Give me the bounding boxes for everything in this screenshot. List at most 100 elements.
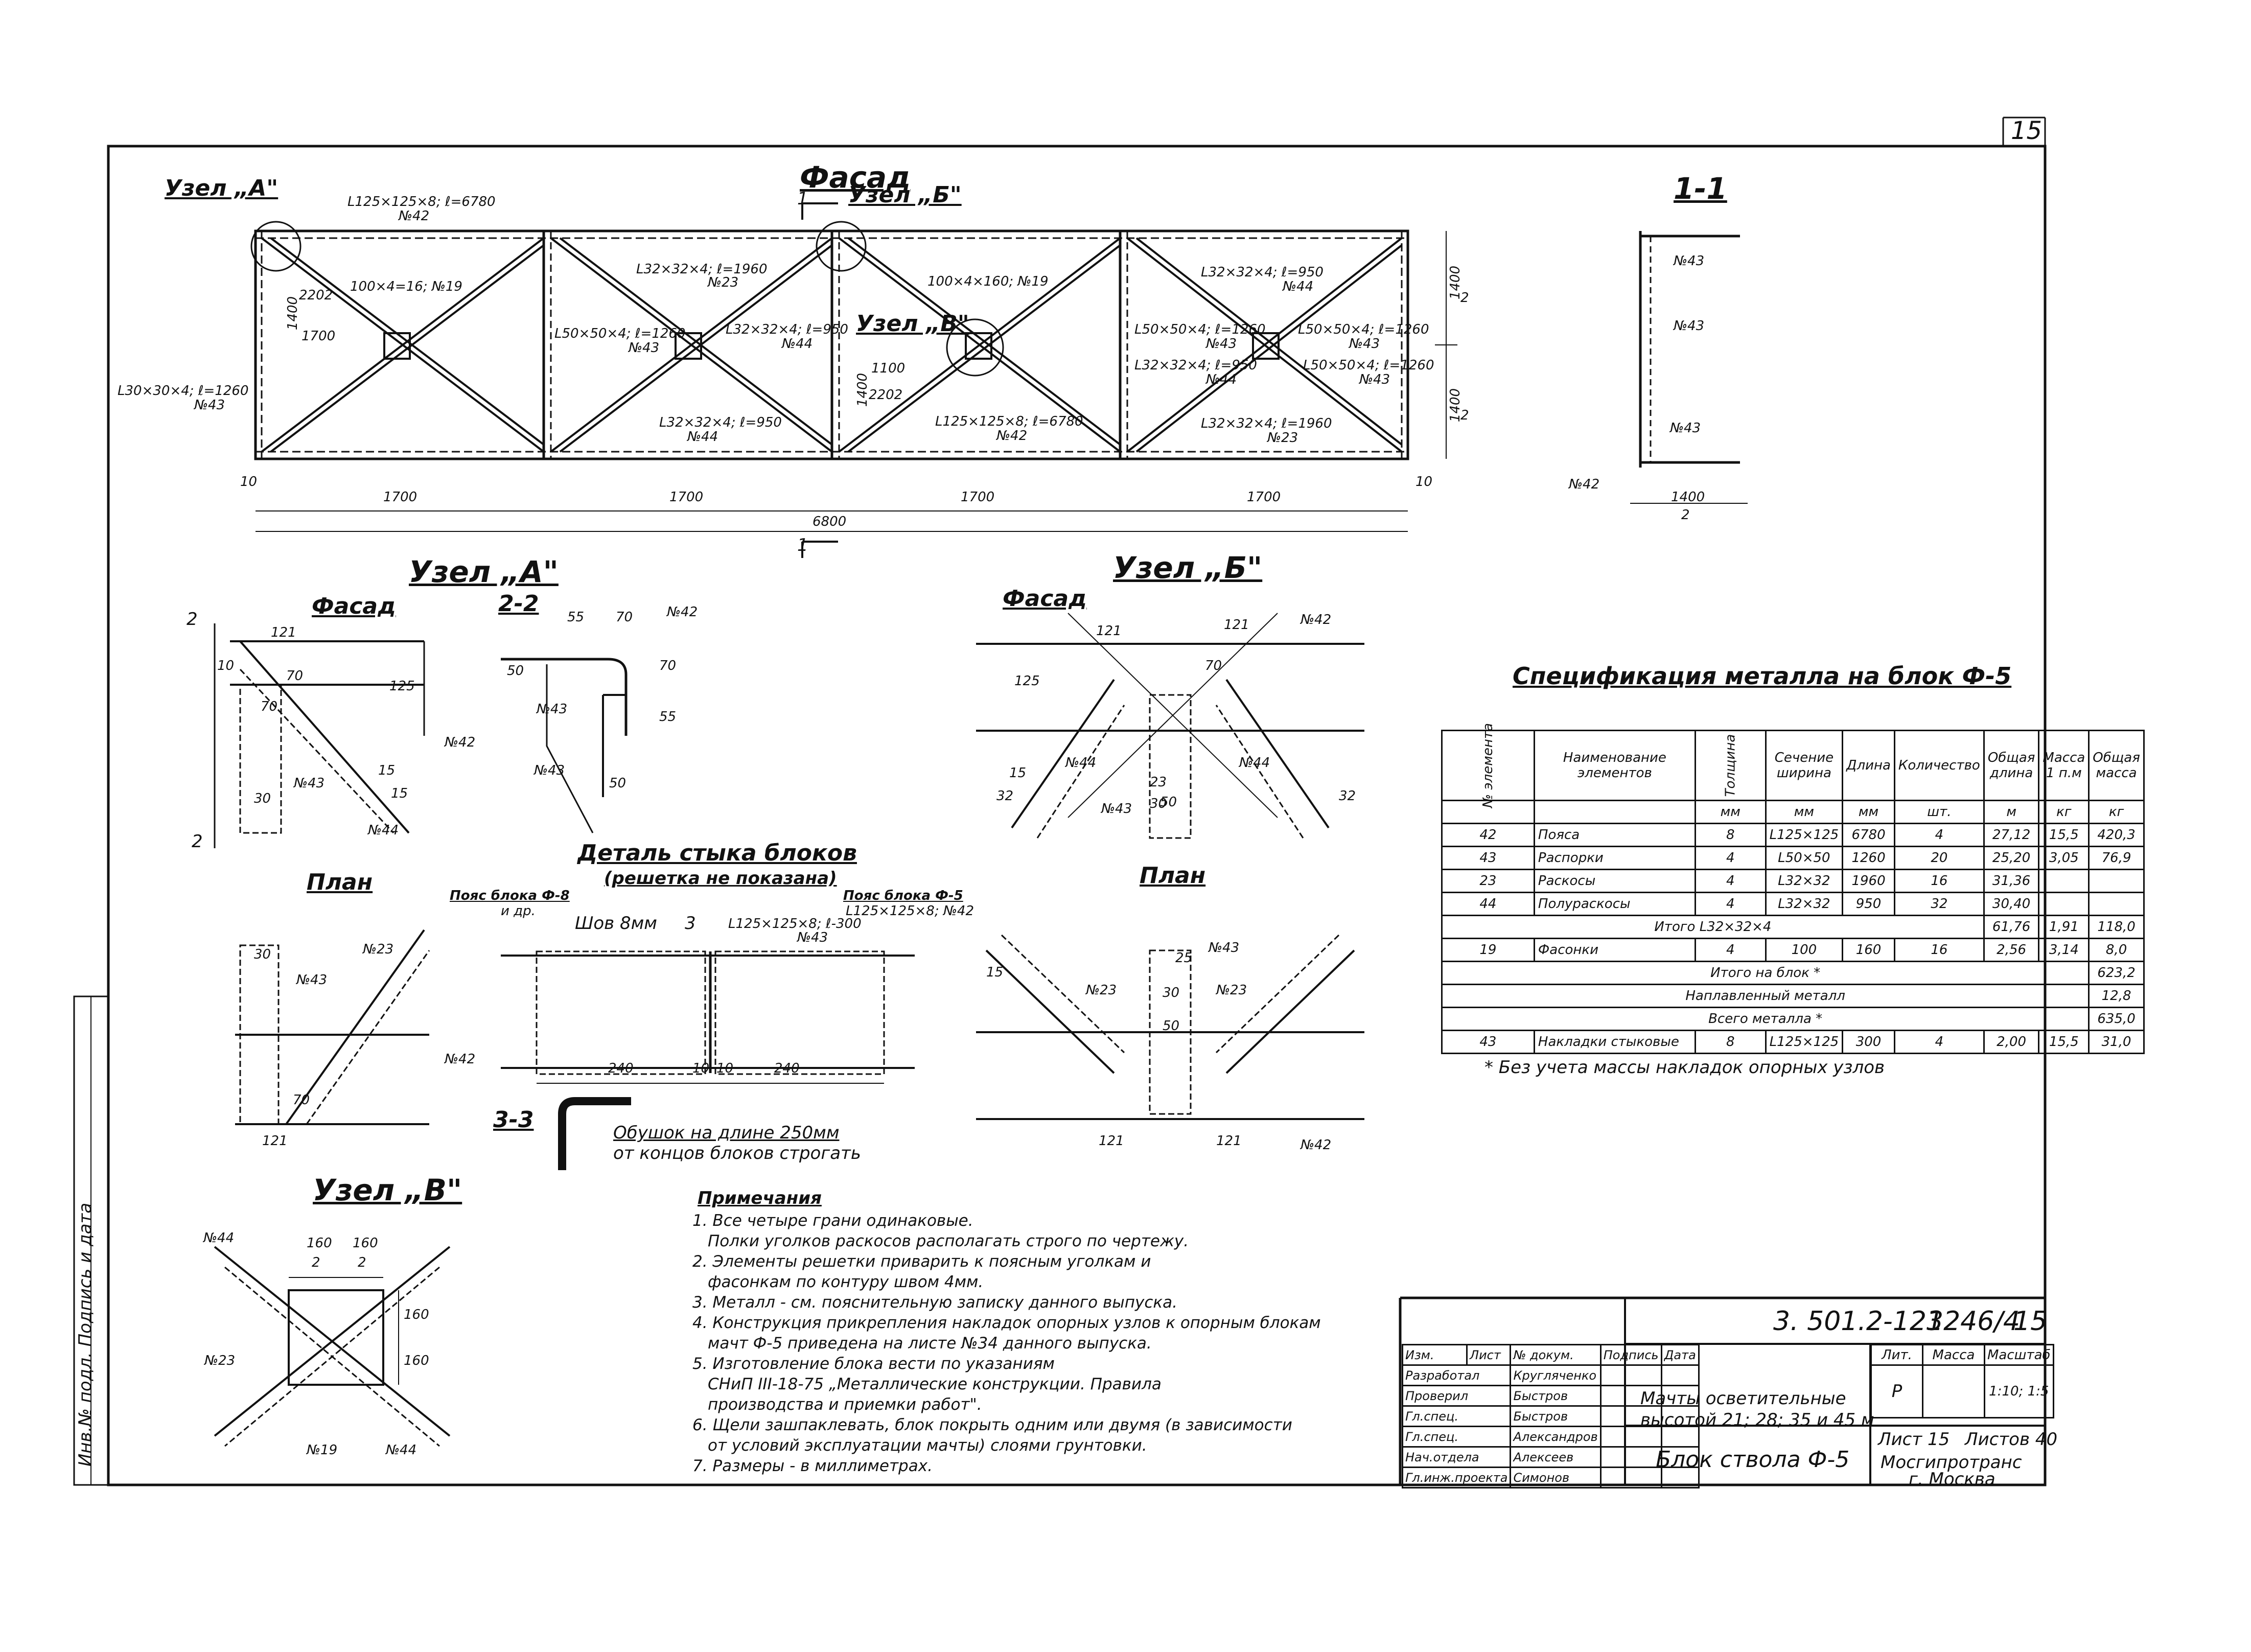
section-3-3-note: от концов блоков строгать — [613, 1143, 861, 1164]
facade-callout: №44 — [687, 429, 718, 445]
facade-callout: L125×125×8; ℓ=6780 — [347, 194, 496, 210]
node-b-facade-drawing — [976, 613, 1364, 839]
tb-role: Гл.спец. — [1401, 1426, 1512, 1448]
side-stamp-label: Инв.№ подл. Подпись и дата — [75, 1202, 96, 1467]
spec-weld-mass: 12,8 — [2088, 984, 2145, 1008]
note-line: 4. Конструкция прикрепления накладок опо… — [692, 1314, 1321, 1332]
tb-sheets-total: Листов 40 — [1965, 1429, 2058, 1450]
spec-cell: 950 — [1842, 892, 1895, 916]
node-b-dim: 32 — [996, 788, 1014, 804]
facade-callout: №43 — [1206, 336, 1237, 352]
section-2-2-dim: 55 — [659, 709, 677, 725]
spec-unit: шт. — [1893, 800, 1985, 824]
node-b-mark: №43 — [1101, 801, 1132, 817]
spec-header: Длина — [1846, 758, 1891, 773]
facade-callout: L50×50×4; ℓ=1260 — [1303, 358, 1434, 373]
facade-dim: 1700 — [961, 490, 995, 505]
node-v-mark: №23 — [204, 1353, 236, 1368]
facade-callout: №42 — [996, 428, 1028, 444]
facade-callout: 100×4=16; №19 — [350, 279, 462, 294]
section-1-mark-top: 1 — [797, 189, 808, 209]
node-b-ref-label: Узел „Б" — [848, 182, 962, 208]
spec-subtotal-mass1: 1,91 — [2038, 915, 2090, 939]
facade-dim: 1700 — [1247, 490, 1281, 505]
spec-units-row: мм мм мм шт. м кг кг — [1441, 800, 2145, 824]
node-b-title: Узел „Б" — [1113, 550, 1263, 585]
spec-cell: 76,9 — [2088, 846, 2145, 870]
node-v-dim: 2 — [358, 1255, 366, 1270]
note-line: производства и приемки работ". — [708, 1395, 982, 1414]
spec-footnote: * Без учета массы накладок опорных узлов — [1484, 1057, 1885, 1078]
tb-role: Гл.инж.проекта — [1401, 1467, 1512, 1488]
spec-cell: 43 — [1441, 846, 1535, 870]
spec-cell: 4 — [1694, 846, 1767, 870]
joint-label: Шов 8мм — [575, 913, 657, 934]
facade-callout: L50×50×4; ℓ=1260 — [554, 326, 686, 341]
spec-title: Спецификация металла на блок Ф-5 — [1513, 662, 2012, 690]
spec-cell: Фасонки — [1533, 938, 1696, 962]
spec-cell: 32 — [1893, 892, 1985, 916]
spec-cell: 16 — [1893, 869, 1985, 893]
spec-cell — [2088, 892, 2145, 916]
spec-cell: 1260 — [1842, 846, 1895, 870]
node-v-dim: 2 — [312, 1255, 320, 1270]
facade-dim: 2 — [1460, 408, 1469, 423]
spec-cell: 1960 — [1842, 869, 1895, 893]
node-v-title: Узел „В" — [313, 1173, 462, 1207]
spec-grand-total-label: Всего металла * — [1441, 1007, 2090, 1031]
node-b-mark: №44 — [1065, 755, 1097, 771]
spec-cell: 42 — [1441, 823, 1535, 847]
joint-dim: 10 — [716, 1061, 734, 1076]
node-a-dim: 121 — [271, 625, 296, 640]
tb-role: Проверил — [1401, 1385, 1512, 1407]
spec-cell — [2038, 869, 2090, 893]
tb-header-cell: Дата — [1660, 1344, 1700, 1366]
tb-person: Симонов — [1510, 1467, 1602, 1488]
facade-dim: 2202 — [299, 288, 333, 303]
section-1-1-mark: №42 — [1569, 477, 1600, 492]
spec-header: Сечение ширина — [1774, 750, 1834, 781]
spec-cell: 31,36 — [1983, 869, 2040, 893]
node-b-dim: 70 — [1205, 658, 1222, 673]
note-line: СНиП III-18-75 „Металлические конструкци… — [708, 1375, 1162, 1393]
joint-label: L125×125×8; №42 — [846, 903, 974, 919]
section-3-3-drawing — [558, 1097, 631, 1170]
node-v-mark: №44 — [386, 1442, 417, 1458]
spec-cell: L125×125 — [1765, 1030, 1844, 1054]
spec-cell: Распорки — [1533, 846, 1696, 870]
section-1-1-mark: №43 — [1674, 253, 1705, 269]
spec-unit: мм — [1842, 800, 1895, 824]
facade-callout: L32×32×4; ℓ=950 — [1134, 358, 1257, 373]
note-line: 2. Элементы решетки приварить к поясным … — [692, 1252, 1151, 1271]
spec-header: № элемента — [1480, 723, 1496, 808]
spec-cell: L50×50 — [1765, 846, 1844, 870]
spec-cell: L125×125 — [1765, 823, 1844, 847]
facade-callout: L50×50×4; ℓ=1260 — [1298, 322, 1429, 337]
note-line: мачт Ф-5 приведена на листе №34 данного … — [708, 1334, 1152, 1353]
facade-dim: 2202 — [869, 387, 903, 403]
facade-callout: L32×32×4; ℓ=1960 — [1201, 416, 1332, 431]
spec-table: № элемента Наименование элементов Толщин… — [1441, 723, 2145, 1054]
joint-dim: 10 — [692, 1061, 710, 1076]
node-v-dim: 160 — [404, 1307, 429, 1322]
spec-grand-total-row: Всего металла * 635,0 — [1441, 1007, 2145, 1031]
node-v-mark: №19 — [307, 1442, 338, 1458]
spec-total-block-row: Итого на блок * 623,2 — [1441, 961, 2145, 985]
section-2-mark: 2 — [192, 831, 203, 852]
section-1-1-dim2: 2 — [1681, 507, 1690, 523]
spec-subtotal-label: Итого L32×32×4 — [1441, 915, 1985, 939]
joint-label: 3 — [685, 913, 696, 934]
node-b-dim: 121 — [1216, 1133, 1242, 1149]
spec-cell: 300 — [1842, 1030, 1895, 1054]
note-line: от условий эксплуатации мачты) слоями гр… — [708, 1436, 1147, 1455]
node-v-drawing — [214, 1246, 451, 1447]
node-b-dim: 125 — [1014, 673, 1040, 689]
notes-title: Примечания — [698, 1188, 822, 1208]
facade-callout: L32×32×4; ℓ=950 — [726, 322, 848, 337]
facade-callout: №43 — [1359, 372, 1390, 387]
spec-cell: 4 — [1893, 823, 1985, 847]
spec-cell: 30,40 — [1983, 892, 2040, 916]
node-b-dim: 121 — [1224, 617, 1249, 633]
